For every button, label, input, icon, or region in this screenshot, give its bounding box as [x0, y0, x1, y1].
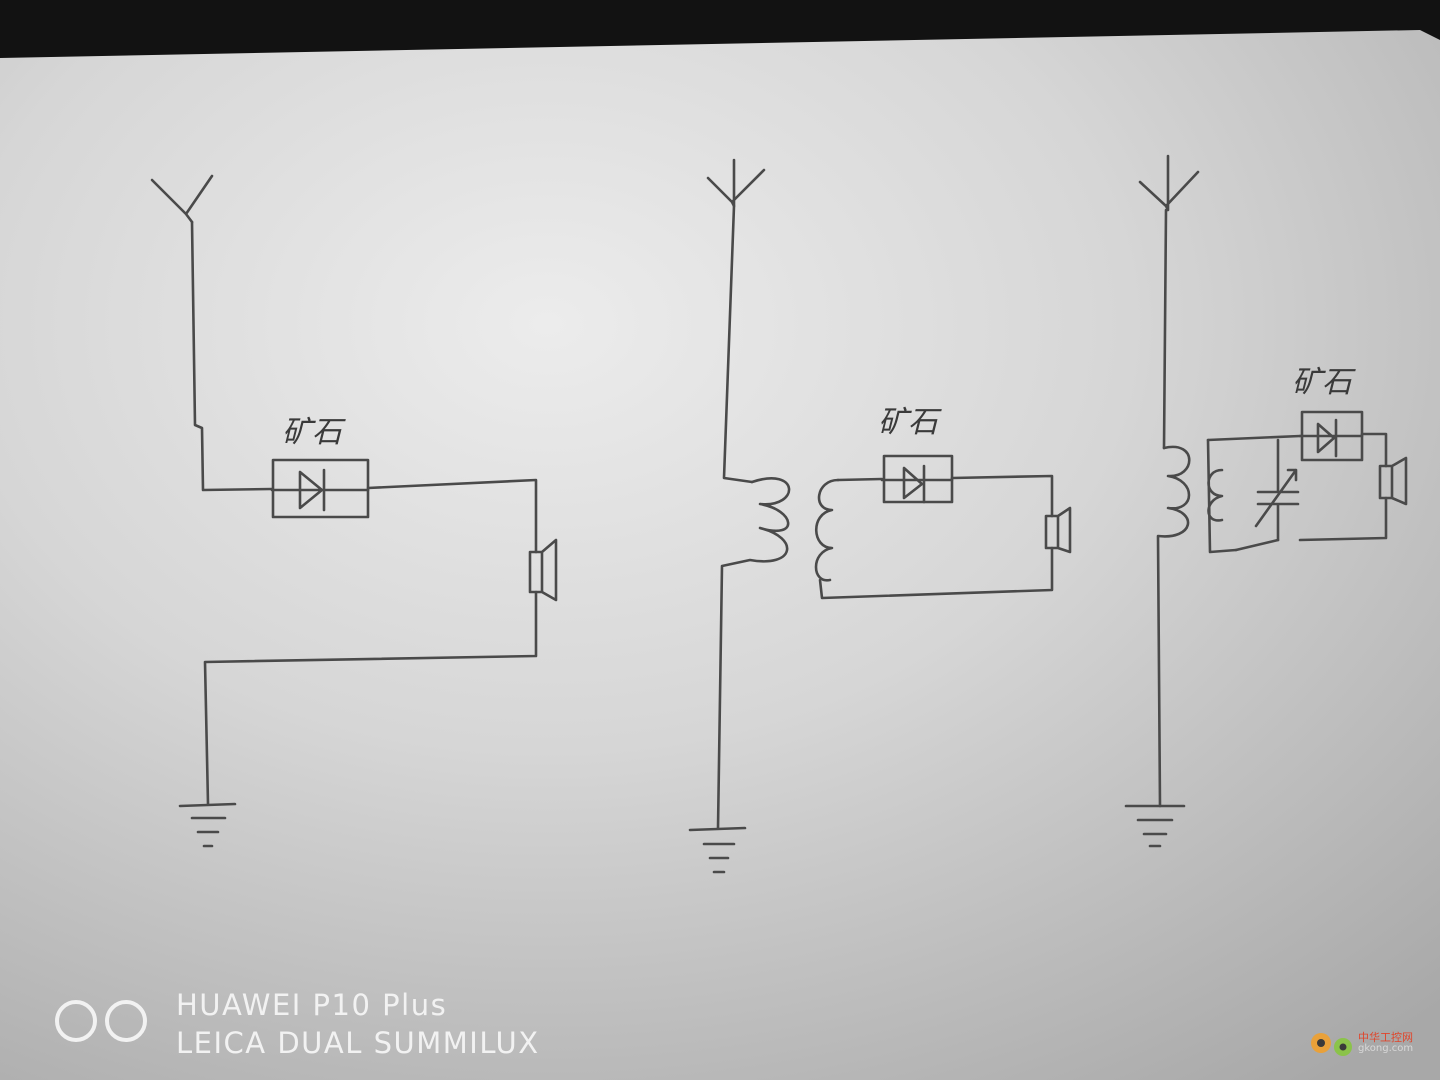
tuning-capacitor-3 — [1254, 438, 1300, 542]
earphone-1 — [528, 538, 558, 602]
ground-2 — [688, 826, 747, 874]
ground-1 — [178, 802, 237, 848]
circuit-3 — [1124, 154, 1408, 848]
site-name-text: 中华工控网 — [1358, 1031, 1413, 1044]
circuit-wire-3 — [1206, 432, 1388, 552]
antenna-wire-3 — [1162, 208, 1168, 450]
earphone-2 — [1044, 506, 1072, 554]
detector-label-1: 矿石 — [282, 415, 346, 450]
diode-2 — [880, 464, 954, 504]
camera-model-text: HUAWEI P10 Plus — [176, 988, 448, 1022]
camera-watermark-logo — [55, 1000, 147, 1042]
diode-1 — [270, 468, 370, 512]
paper-sheet — [0, 30, 1440, 1080]
secondary-coil-2 — [814, 478, 840, 582]
ground-3 — [1124, 804, 1186, 848]
camera-lens-text: LEICA DUAL SUMMILUX — [176, 1026, 540, 1060]
secondary-coil-3 — [1206, 438, 1238, 554]
earphone-3 — [1378, 456, 1408, 506]
circuit-wire-1 — [203, 478, 538, 806]
detector-label-3: 矿石 — [1292, 365, 1356, 400]
antenna-wire-1 — [190, 220, 274, 492]
primary-coil-3 — [1156, 445, 1191, 808]
site-gear-logo — [1311, 1033, 1352, 1056]
circuit-wire-2 — [818, 474, 1054, 600]
diode-3 — [1298, 418, 1364, 458]
antenna-wire-2 — [722, 204, 754, 484]
circuit-2 — [688, 158, 1072, 874]
antenna-3 — [1138, 154, 1200, 212]
detector-label-2: 矿石 — [878, 405, 942, 440]
primary-coil-2 — [716, 477, 791, 830]
circuit-1 — [150, 174, 558, 848]
site-domain-text: gkong.com — [1358, 1043, 1414, 1054]
antenna-1 — [150, 174, 214, 224]
